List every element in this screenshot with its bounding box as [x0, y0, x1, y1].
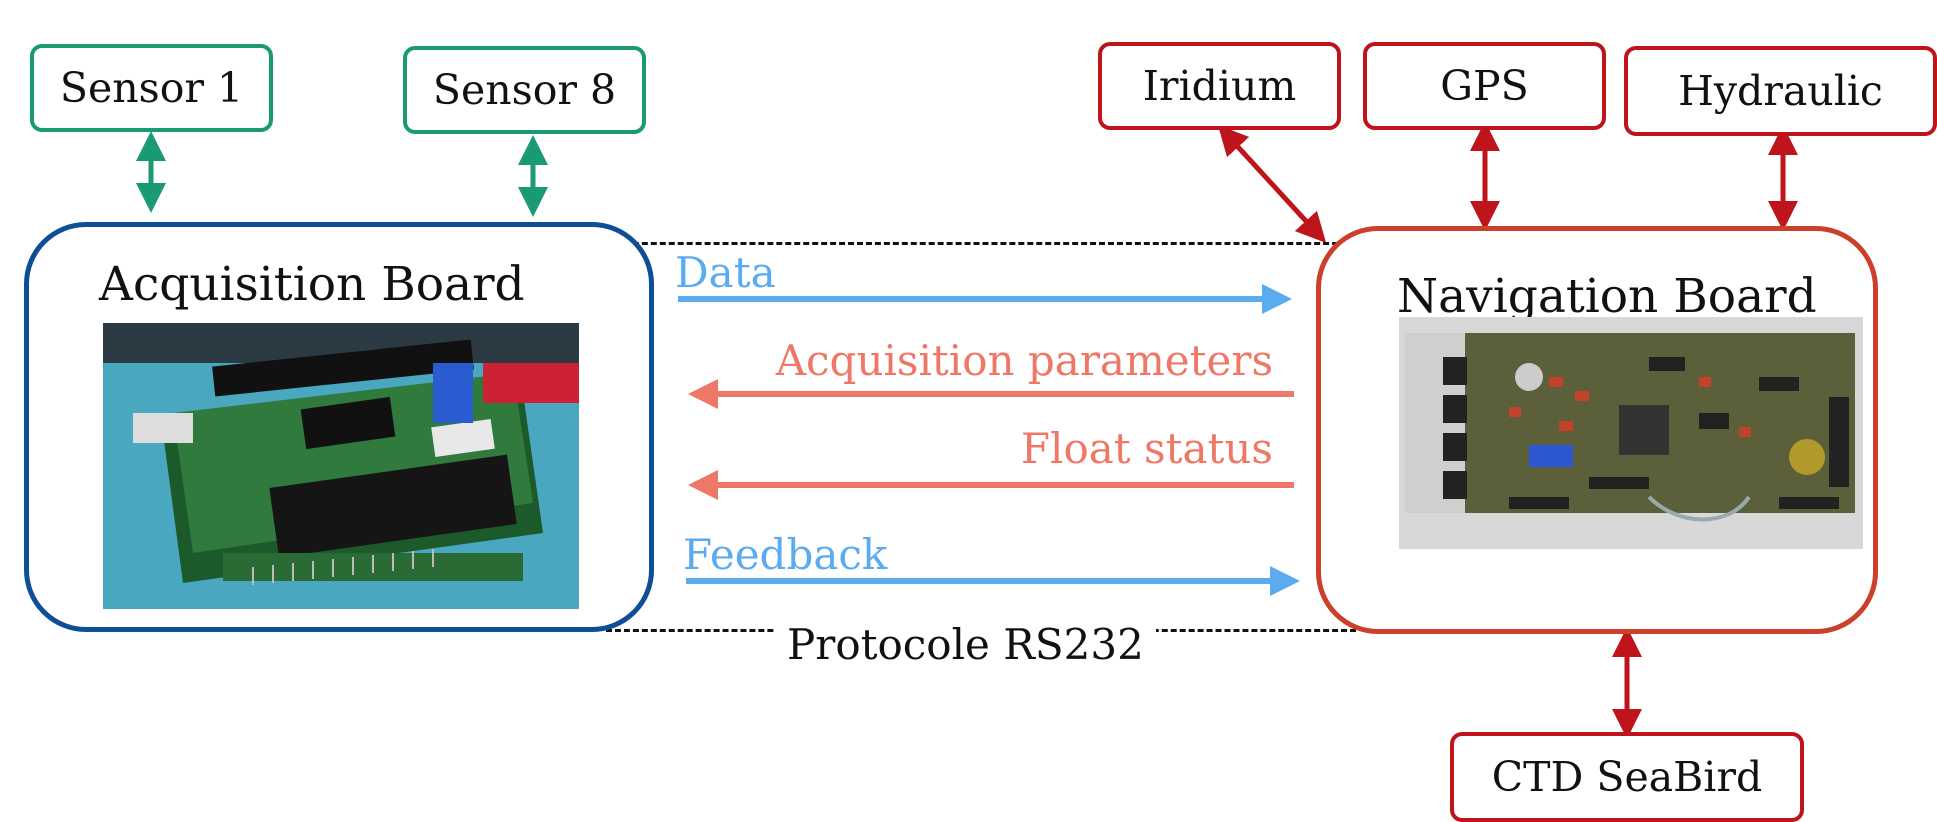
data-label: Data: [675, 248, 776, 297]
feedback-label: Feedback: [683, 530, 888, 579]
hydraulic-box: Hydraulic: [1624, 46, 1937, 136]
iridium-box: Iridium: [1098, 42, 1341, 130]
acquisition-board: Acquisition Board: [24, 222, 654, 632]
sensor-8-box: Sensor 8: [403, 46, 646, 134]
ctd-seabird-box: CTD SeaBird: [1450, 732, 1804, 822]
navigation-board: Navigation Board: [1316, 226, 1878, 634]
acquisition-board-title: Acquisition Board: [99, 257, 525, 312]
acquisition-parameters-label: Acquisition parameters: [775, 336, 1273, 385]
acquisition-board-photo: [103, 323, 579, 609]
navigation-board-title: Navigation Board: [1397, 269, 1817, 321]
float-status-label: Float status: [1020, 424, 1273, 473]
sensor-1-box: Sensor 1: [30, 44, 273, 132]
iridium-link-arrow: [1217, 124, 1327, 244]
gps-box: GPS: [1363, 42, 1606, 130]
navigation-board-photo: [1399, 317, 1863, 549]
protocol-label: Protocole RS232: [775, 620, 1156, 669]
